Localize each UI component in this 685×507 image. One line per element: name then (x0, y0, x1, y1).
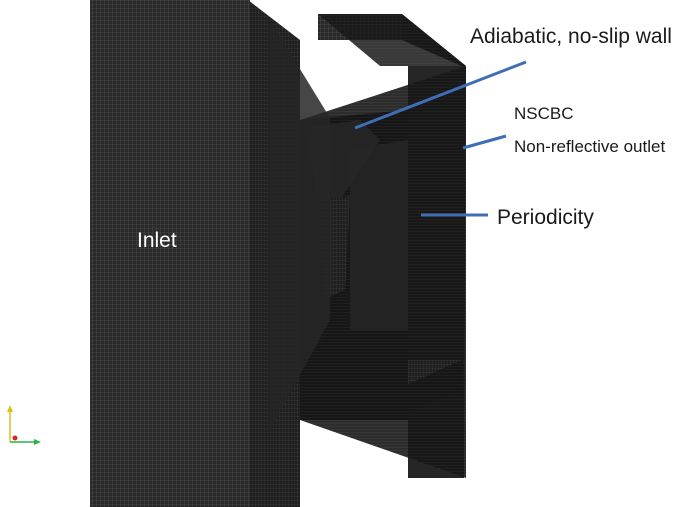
xyz-axis-triad-icon (7, 405, 41, 445)
inlet-block (90, 0, 330, 507)
outlet-label-line1: NSCBC (514, 104, 574, 123)
outlet-label-line2: Non-reflective outlet (514, 137, 666, 156)
leader-line-outlet (462, 134, 507, 150)
wall-label: Adiabatic, no-slip wall (470, 25, 672, 48)
top-bracket (318, 14, 466, 68)
inlet-label: Inlet (137, 229, 177, 252)
leader-lines (354, 60, 527, 217)
periodicity-label: Periodicity (497, 206, 594, 229)
leader-line-wall (354, 60, 527, 130)
